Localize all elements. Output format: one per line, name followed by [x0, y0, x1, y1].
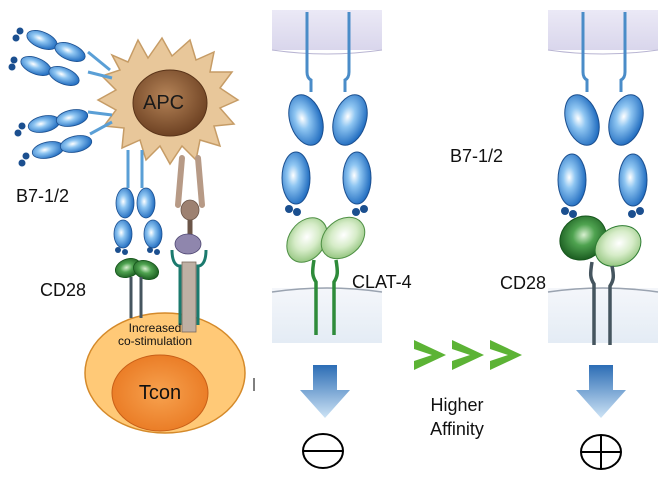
increased-line-2: co-stimulation — [117, 334, 193, 348]
membrane-top-middle — [272, 10, 382, 50]
b7-label-right: B7-1/2 — [450, 146, 504, 166]
tcr-mhc-complex — [170, 155, 208, 333]
affinity-word: Affinity — [430, 419, 484, 439]
apc-nucleus — [132, 69, 208, 137]
membrane-top-right — [548, 10, 658, 50]
membrane-bottom-middle — [272, 288, 382, 343]
greater-than-chevrons — [414, 340, 522, 370]
higher-affinity-label: Higher Affinity — [405, 393, 509, 441]
tcon-label: Tcon — [138, 382, 182, 404]
tcon-nucleus — [111, 354, 209, 432]
right-panel — [547, 10, 659, 470]
signal-arrow-right — [576, 365, 626, 418]
b7-cd28-complex-left — [113, 150, 163, 318]
apc-label: APC — [143, 92, 185, 114]
membrane-bottom-right — [548, 288, 658, 343]
minus-in-circle-icon — [302, 433, 344, 469]
middle-panel — [271, 10, 383, 469]
increased-line-1: Increased — [128, 321, 182, 335]
cd28-label-right: CD28 — [500, 273, 547, 293]
b7-label-left: B7-1/2 — [16, 186, 70, 206]
plus-in-circle-icon — [580, 434, 622, 470]
left-panel — [8, 27, 246, 434]
higher-word: Higher — [430, 395, 484, 415]
b7-cluster-upper-left — [8, 27, 86, 86]
cd28-label-left: CD28 — [40, 280, 87, 300]
increased-costimulation-label: Increased co-stimulation — [112, 322, 198, 348]
clat4-label: CLAT-4 — [352, 272, 412, 292]
signal-arrow-middle — [300, 365, 350, 418]
b7-cluster-lower-left — [14, 109, 93, 167]
